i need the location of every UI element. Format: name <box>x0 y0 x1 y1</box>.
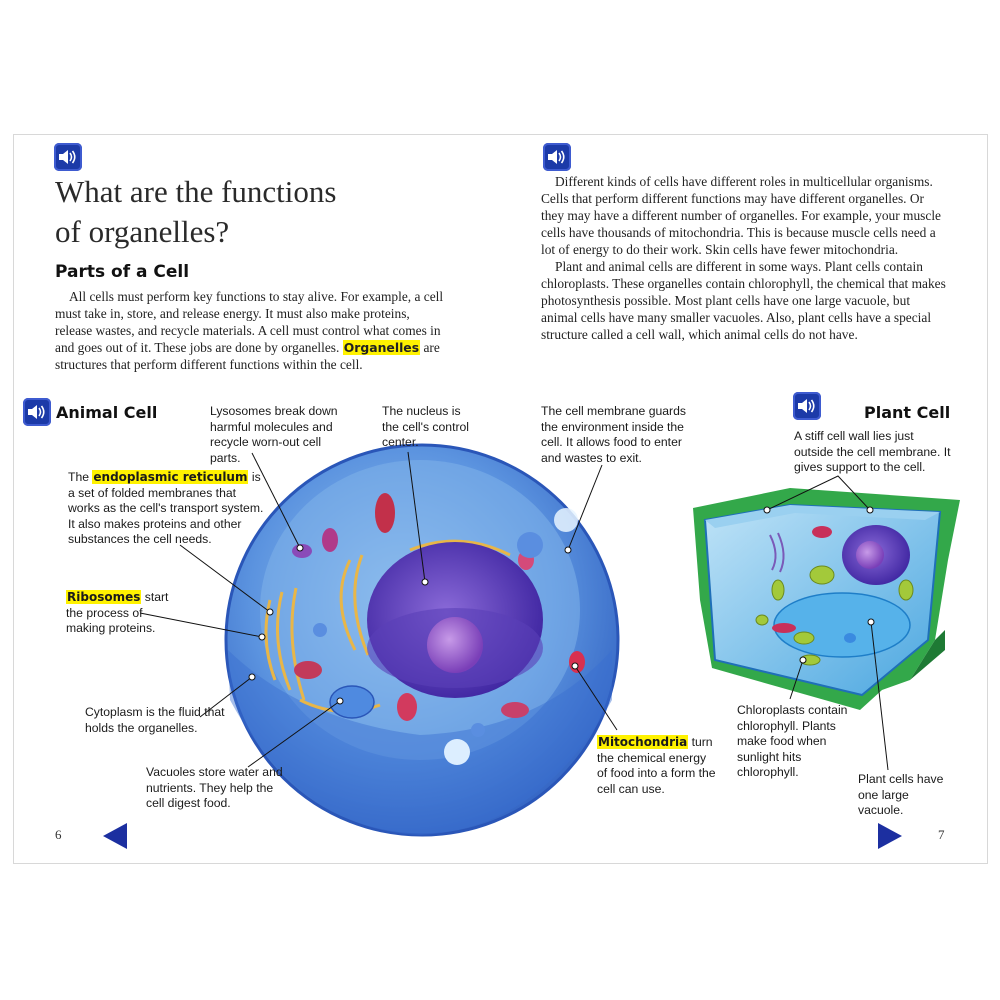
plant-vacuole-shape <box>773 592 911 658</box>
er-pre: The <box>68 470 93 484</box>
audio-button-plant-cell[interactable] <box>793 392 821 420</box>
intro-text-end: are structures that perform different fu… <box>55 340 440 372</box>
title-line-2: of organelles? <box>55 214 230 249</box>
animal-cell-heading: Animal Cell <box>56 403 158 422</box>
next-page-button[interactable] <box>878 823 902 849</box>
triangle-left-icon <box>103 823 127 849</box>
organelles-term: Organelles <box>342 340 421 355</box>
mitochondria-post: turn the chemical energy of food into a … <box>597 735 716 796</box>
speaker-icon <box>548 150 565 164</box>
er-label: The endoplasmic reticulum is a set of fo… <box>68 470 268 548</box>
right-text-block: Different kinds of cells have different … <box>541 173 946 343</box>
page-title: What are the functions of organelles? <box>55 172 435 252</box>
chloroplasts-label: Chloroplasts contain chlorophyll. Plants… <box>737 703 848 779</box>
mitochondrion-shape <box>375 493 395 533</box>
cytoplasm-label: Cytoplasm is the fluid that holds the or… <box>85 705 225 735</box>
title-line-1: What are the functions <box>55 174 337 209</box>
audio-button-animal-cell[interactable] <box>23 398 51 426</box>
plant-cell-heading: Plant Cell <box>864 403 951 422</box>
right-paragraph-1: Different kinds of cells have different … <box>541 174 941 257</box>
cell-membrane-label: The cell membrane guards the environment… <box>541 404 686 465</box>
animal-cell-illustration <box>224 443 620 837</box>
vacuoles-label: Vacuoles store water and nutrients. They… <box>146 765 283 810</box>
lysosomes-label: Lysosomes break down harmful molecules a… <box>210 404 338 465</box>
page-number-right: 7 <box>938 827 945 842</box>
cell-wall-label: A stiff cell wall lies just outside the … <box>794 429 951 474</box>
triangle-right-icon <box>878 823 902 849</box>
ribosomes-label: Ribosomes start the process of making pr… <box>66 590 184 637</box>
ribosomes-term: Ribosomes <box>66 590 142 604</box>
plant-vacuole-label: Plant cells have one large vacuole. <box>858 772 944 817</box>
nucleolus-shape <box>427 617 483 673</box>
audio-button-title[interactable] <box>54 143 82 171</box>
animal-leader-lines <box>139 451 618 768</box>
vacuole-shape <box>329 685 375 719</box>
intro-text: All cells must perform key functions to … <box>55 289 444 355</box>
nucleus-label: The nucleus is the cell's control center… <box>382 404 470 449</box>
plant-cell-illustration <box>693 488 960 710</box>
er-post: is a set of folded membranes that works … <box>68 470 264 546</box>
speaker-icon <box>28 405 45 419</box>
speaker-icon <box>798 399 815 413</box>
speaker-icon <box>59 150 76 164</box>
mitochondria-term: Mitochondria <box>597 735 689 749</box>
mitochondria-label: Mitochondria turn the chemical energy of… <box>597 735 719 797</box>
plant-leader-lines <box>763 475 889 771</box>
prev-page-button[interactable] <box>103 823 127 849</box>
page-number-left: 6 <box>55 827 62 842</box>
ribosomes-post: start the process of making proteins. <box>66 590 169 635</box>
section-subheading: Parts of a Cell <box>55 262 190 282</box>
right-paragraph-2: Plant and animal cells are different in … <box>541 259 946 342</box>
audio-button-right-text[interactable] <box>543 143 571 171</box>
er-term: endoplasmic reticulum <box>92 470 249 484</box>
intro-paragraph: All cells must perform key functions to … <box>55 288 450 373</box>
